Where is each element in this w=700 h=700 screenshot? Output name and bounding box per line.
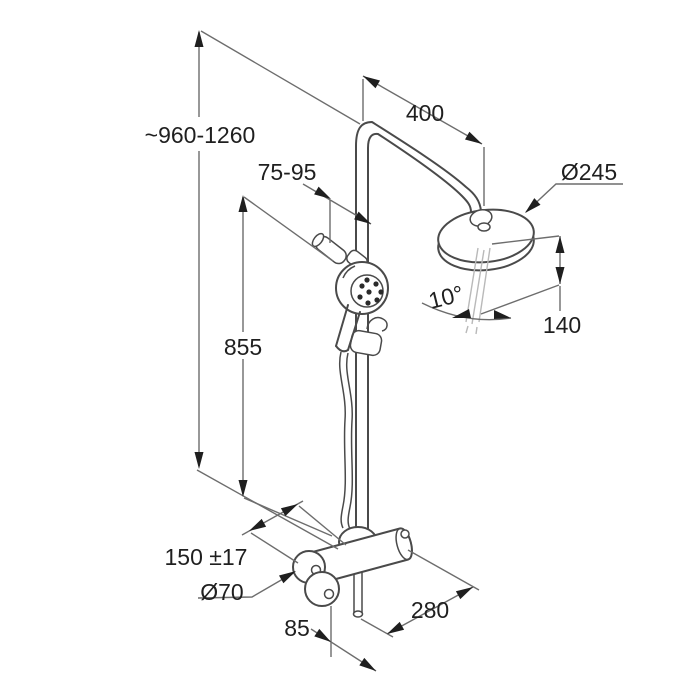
hand-shower-handle-left — [335, 304, 349, 347]
dim-arrow-up — [194, 30, 204, 47]
spray-angle-indicator: 10° — [421, 247, 512, 335]
valve-knob-front — [304, 571, 340, 607]
dim-rail-length: 855 — [224, 195, 334, 537]
spray-line — [478, 247, 491, 323]
valve-knob-front-hub — [323, 588, 335, 600]
dim-wall-bracket-offset: 75-95 — [258, 159, 372, 243]
dim-extension-left — [360, 618, 394, 638]
spray-line-stub — [465, 325, 478, 335]
hand-shower-rim-highlight — [342, 265, 356, 279]
dim-extension-right — [407, 549, 480, 591]
dim-arrow — [314, 628, 331, 642]
riser-pipe-outer-line — [355, 121, 482, 546]
dim-arm-projection: 400 — [362, 75, 485, 206]
label-head-drop: 140 — [543, 312, 581, 338]
dim-arrow-down — [238, 480, 248, 497]
valve-end-cap — [395, 527, 413, 561]
holder-hook — [366, 316, 388, 332]
leader-line — [525, 183, 623, 213]
valve-lower-stub-cap — [352, 610, 364, 618]
dim-arrow-up — [555, 236, 565, 253]
label-overall-height: ~960-1260 — [145, 122, 256, 148]
dim-arrow-right — [455, 587, 473, 600]
overhead-shower — [437, 208, 535, 272]
dim-arrow-left — [249, 518, 267, 531]
spray-line — [471, 249, 485, 325]
dim-extension-right — [298, 505, 347, 546]
dim-extension-top — [243, 196, 334, 262]
dim-arrow-down — [194, 452, 204, 469]
dim-extension-top — [491, 235, 560, 245]
dim-arrow-right — [280, 504, 298, 517]
shower-hose-right-line — [345, 352, 354, 530]
dim-overall-height: ~960-1260 — [145, 30, 361, 550]
dim-outlet-offset: 85 — [284, 606, 377, 672]
label-rail-length: 855 — [224, 334, 262, 360]
hand-shower-nozzles — [357, 277, 384, 306]
dim-extension-top — [200, 30, 361, 125]
hand-shower-holder — [349, 329, 383, 357]
leader-line — [197, 571, 296, 599]
label-spray-angle: 10° — [426, 280, 466, 314]
label-wall-bracket-offset: 75-95 — [258, 159, 317, 185]
dim-arrow-left — [363, 76, 380, 89]
label-outlet-offset: 85 — [284, 615, 310, 641]
dim-depth-projection: 280 — [360, 549, 480, 638]
riser-pipe-and-arm — [355, 121, 482, 546]
valve-outlet-port — [400, 529, 410, 539]
dim-knob-diameter: Ø70 — [197, 571, 296, 605]
dim-extension-bottom — [196, 469, 339, 550]
dim-arrow — [354, 211, 371, 224]
label-supply-spacing: 150 ±17 — [165, 544, 248, 570]
hand-shower-handle-right — [347, 311, 361, 351]
hand-shower-assembly — [335, 261, 389, 530]
shower-hose-left-line — [338, 351, 347, 529]
dim-arrow-right — [465, 131, 482, 144]
dim-head-drop: 140 — [480, 235, 581, 338]
dim-arrow-left — [387, 621, 405, 634]
dim-head-diameter: Ø245 — [525, 159, 623, 213]
spray-angle-arrow-right — [494, 310, 511, 319]
valve-lower-stub — [353, 570, 363, 613]
dim-extension-bottom — [243, 497, 333, 537]
label-head-diameter: Ø245 — [561, 159, 617, 185]
leader-arrow — [525, 198, 541, 213]
dim-extension-left — [250, 532, 299, 564]
overhead-shower-joint-ball — [477, 222, 491, 232]
label-knob-diameter: Ø70 — [200, 579, 243, 605]
dim-arrow-up — [238, 195, 248, 212]
leader-arrow — [279, 571, 296, 584]
dim-supply-spacing: 150 ±17 — [165, 500, 347, 570]
thermostat-valve — [292, 526, 413, 618]
dim-line — [362, 75, 483, 145]
dim-arrow — [314, 186, 331, 199]
wall-bracket-cap — [311, 232, 325, 248]
riser-pipe-inner-line — [367, 132, 472, 546]
dim-arrow-down — [555, 267, 565, 284]
hand-shower-handle-cap — [335, 345, 349, 353]
label-arm-projection: 400 — [406, 100, 444, 126]
dim-arrow — [359, 657, 376, 671]
dim-extension-bottom — [480, 284, 560, 315]
spray-angle-arrow-left — [452, 309, 471, 318]
label-depth-projection: 280 — [411, 597, 449, 623]
